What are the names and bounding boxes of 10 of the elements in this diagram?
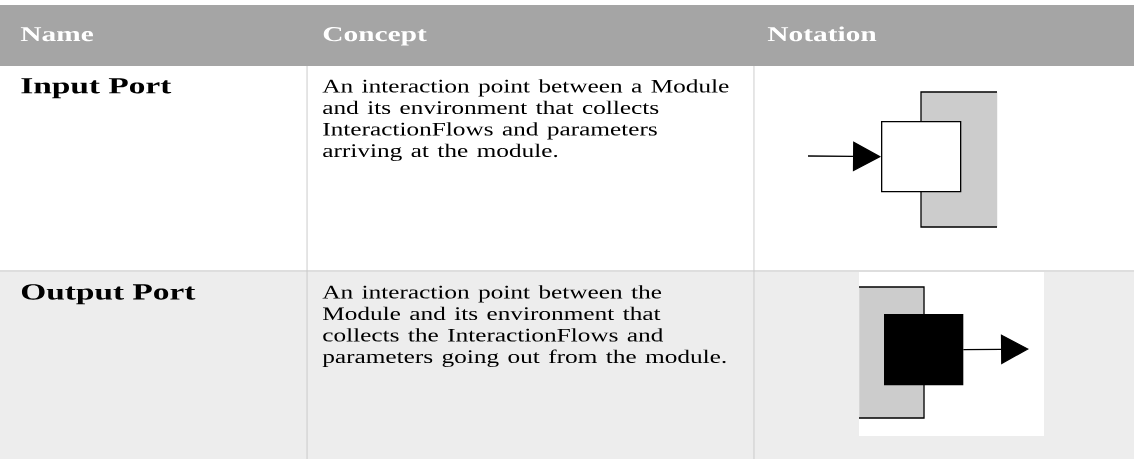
row-name: Output Port: [21, 284, 196, 305]
arrow: [807, 141, 881, 172]
column-header: Name: [0, 5, 307, 66]
row-name: Input Port: [21, 78, 172, 99]
port-box: [884, 314, 964, 386]
concept-text: An interaction point between a Module and its environment that collects InteractionFlows and parameters arriving at the module.: [322, 79, 729, 161]
column-header: Notation: [754, 5, 1134, 66]
concept-text: An interaction point between the Module and its environment that collects the InteractionFlows and parameters going out from the module.: [322, 285, 726, 367]
port-box: [881, 121, 962, 193]
column-header: Concept: [307, 5, 754, 66]
